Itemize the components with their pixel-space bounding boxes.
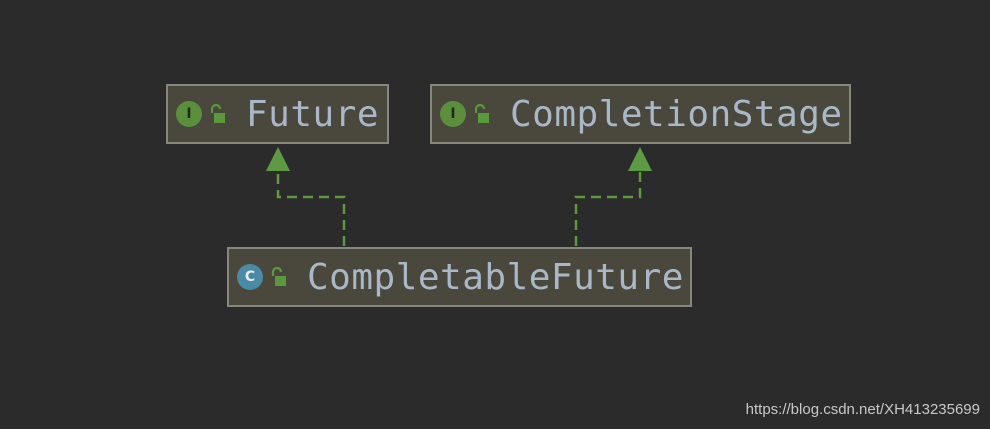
unlocked-padlock-icon (474, 103, 489, 123)
node-future[interactable]: I Future (166, 84, 389, 144)
edge-completablefuture-to-completionstage (574, 170, 642, 246)
edge-completablefuture-to-future (276, 170, 346, 246)
arrowhead-completionstage (628, 147, 652, 171)
interface-icon: I (440, 101, 466, 127)
unlocked-padlock-icon (210, 103, 225, 123)
unlocked-padlock-icon (271, 266, 286, 286)
node-completion-stage[interactable]: I CompletionStage (430, 84, 851, 144)
node-completable-future[interactable]: C CompletableFuture (227, 247, 692, 307)
node-label-completable-future: CompletableFuture (307, 256, 684, 298)
node-label-completion-stage: CompletionStage (510, 93, 843, 135)
interface-icon: I (176, 101, 202, 127)
node-label-future: Future (246, 93, 380, 135)
arrowhead-future (266, 147, 290, 171)
watermark-url: https://blog.csdn.net/XH413235699 (745, 401, 980, 418)
class-icon: C (237, 264, 263, 290)
